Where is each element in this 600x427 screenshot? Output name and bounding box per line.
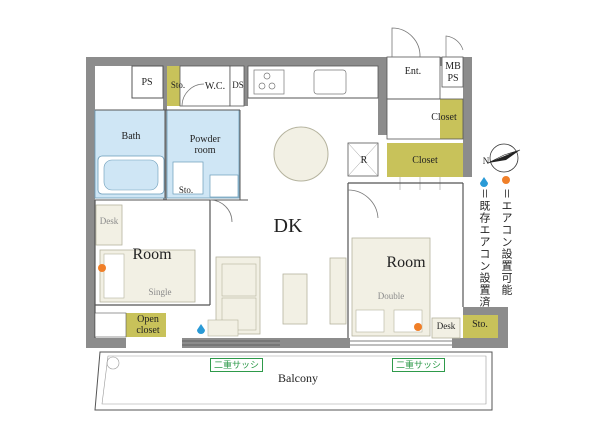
- tv-board: [329, 257, 347, 325]
- legend-ac-installed: ＝既存エアコン設置済: [478, 188, 490, 308]
- desk-right-label: Desk: [436, 321, 456, 331]
- desk-left-label: Desk: [99, 216, 119, 226]
- sash-label-left: 二重サッシ: [210, 358, 264, 372]
- sto-powder-label: Sto.: [178, 185, 194, 195]
- compass-north-label: N: [482, 156, 490, 166]
- r-label: R: [360, 155, 368, 166]
- ac-possible-dot-left: [98, 264, 106, 272]
- ds-label: DS: [232, 80, 244, 90]
- dining-table: [273, 126, 329, 182]
- bath-label: Bath: [121, 131, 141, 142]
- closet-right-top-outline: [386, 98, 464, 140]
- mbps-label-line1: MB: [445, 61, 461, 72]
- entrance: [386, 56, 441, 100]
- mbps-label-line2: PS: [447, 73, 459, 84]
- open-closet-label-line2: closet: [136, 325, 160, 336]
- balcony-label: Balcony: [278, 371, 318, 385]
- ent-label: Ent.: [404, 66, 422, 77]
- ac-possible-dot-right: [414, 323, 422, 331]
- powder-room-label-line1: Powder: [189, 134, 221, 145]
- room-left-door-swing: [209, 199, 233, 223]
- coffee-table: [282, 273, 308, 325]
- wc-label: W.C.: [204, 81, 226, 92]
- ps-box: [131, 65, 164, 99]
- room-right-label: Room: [386, 254, 426, 271]
- room-right-door-swing: [347, 189, 379, 219]
- desk-left: [95, 204, 123, 246]
- closet-mid-label: Closet: [412, 155, 438, 166]
- dk-label: DK: [273, 215, 303, 237]
- mbps-box: [441, 56, 464, 88]
- closet-top-label: Closet: [431, 112, 457, 123]
- windows: [182, 340, 452, 346]
- storage-wc: [167, 66, 180, 106]
- sink: [313, 69, 347, 95]
- wc-door-swing: [181, 83, 205, 107]
- double-bed-label: Double: [377, 291, 405, 301]
- floor-cushion: [207, 319, 239, 337]
- ps-label: PS: [141, 77, 153, 88]
- ds-box: [229, 65, 245, 107]
- entrance-door-swing: [391, 27, 421, 58]
- open-closet: [126, 313, 166, 337]
- bathtub-inner: [103, 159, 159, 191]
- ac-installed-mark: [197, 324, 205, 334]
- single-bed-label: Single: [148, 287, 172, 297]
- legend-mark-installed: [480, 177, 488, 187]
- washing-machine: [172, 161, 204, 195]
- compass: [487, 143, 521, 173]
- sto-wc-label: Sto.: [170, 80, 186, 90]
- legend-ac-possible: ＝エアコン設置可能: [500, 188, 512, 296]
- room-left-label: Room: [132, 246, 172, 263]
- sto-right-label: Sto.: [472, 319, 488, 330]
- desk-right: [431, 317, 461, 339]
- closet-right-top: [440, 99, 463, 139]
- sash-label-right: 二重サッシ: [392, 358, 446, 372]
- closet-right-mid: [387, 143, 463, 177]
- powder-room-label-line2: room: [194, 145, 216, 156]
- legend-dot-possible: [502, 176, 510, 184]
- mbps-door-swing: [445, 35, 464, 57]
- storage-right: [463, 315, 498, 338]
- washbasin: [209, 174, 239, 198]
- open-closet-label-line1: Open: [137, 314, 159, 325]
